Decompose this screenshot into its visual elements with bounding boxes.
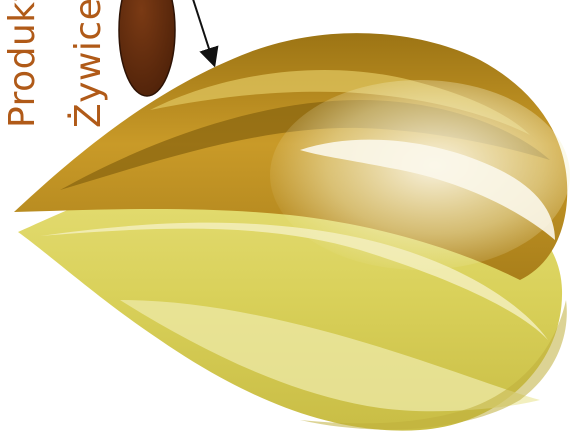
brown-capsule (119, 0, 175, 96)
label-zywice: Żywice, (67, 0, 109, 128)
arrow (192, 0, 212, 58)
label-produkt: Produkt (2, 0, 43, 128)
inner-glow (270, 80, 570, 270)
